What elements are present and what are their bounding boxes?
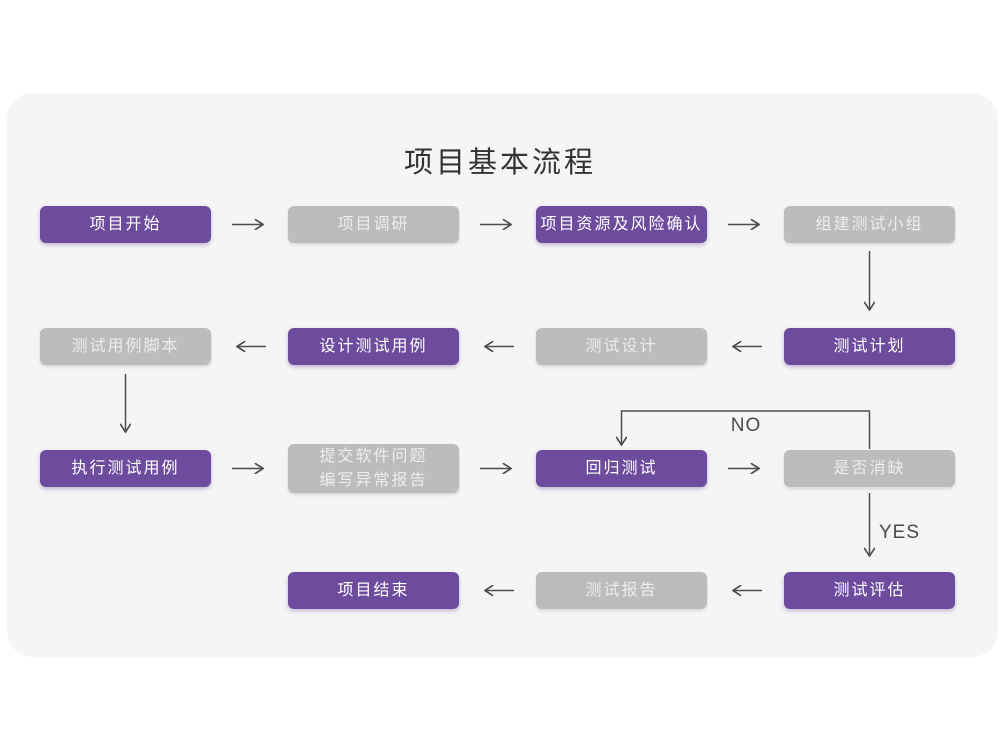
yes-branch-label: YES <box>879 522 921 543</box>
flow-node-regression-test: 回归测试 <box>536 450 707 487</box>
flow-node-case-scripts: 测试用例脚本 <box>40 328 211 365</box>
flow-node-test-report: 测试报告 <box>536 572 707 609</box>
flow-node-execute-cases: 执行测试用例 <box>40 450 211 487</box>
flow-node-test-evaluate: 测试评估 <box>784 572 955 609</box>
flow-node-project-end: 项目结束 <box>288 572 459 609</box>
flow-node-resource-risk: 项目资源及风险确认 <box>536 206 707 243</box>
flowchart-card <box>7 93 998 657</box>
flow-node-build-team: 组建测试小组 <box>784 206 955 243</box>
flow-node-defect-check: 是否消缺 <box>784 450 955 487</box>
flow-node-submit-issues: 提交软件问题 编写异常报告 <box>288 444 459 493</box>
no-branch-label: NO <box>730 415 762 436</box>
flow-node-test-design: 测试设计 <box>536 328 707 365</box>
flow-node-project-research: 项目调研 <box>288 206 459 243</box>
flow-node-test-plan: 测试计划 <box>784 328 955 365</box>
page-title: 项目基本流程 <box>403 147 596 179</box>
flow-node-design-cases: 设计测试用例 <box>288 328 459 365</box>
flow-node-project-start: 项目开始 <box>40 206 211 243</box>
